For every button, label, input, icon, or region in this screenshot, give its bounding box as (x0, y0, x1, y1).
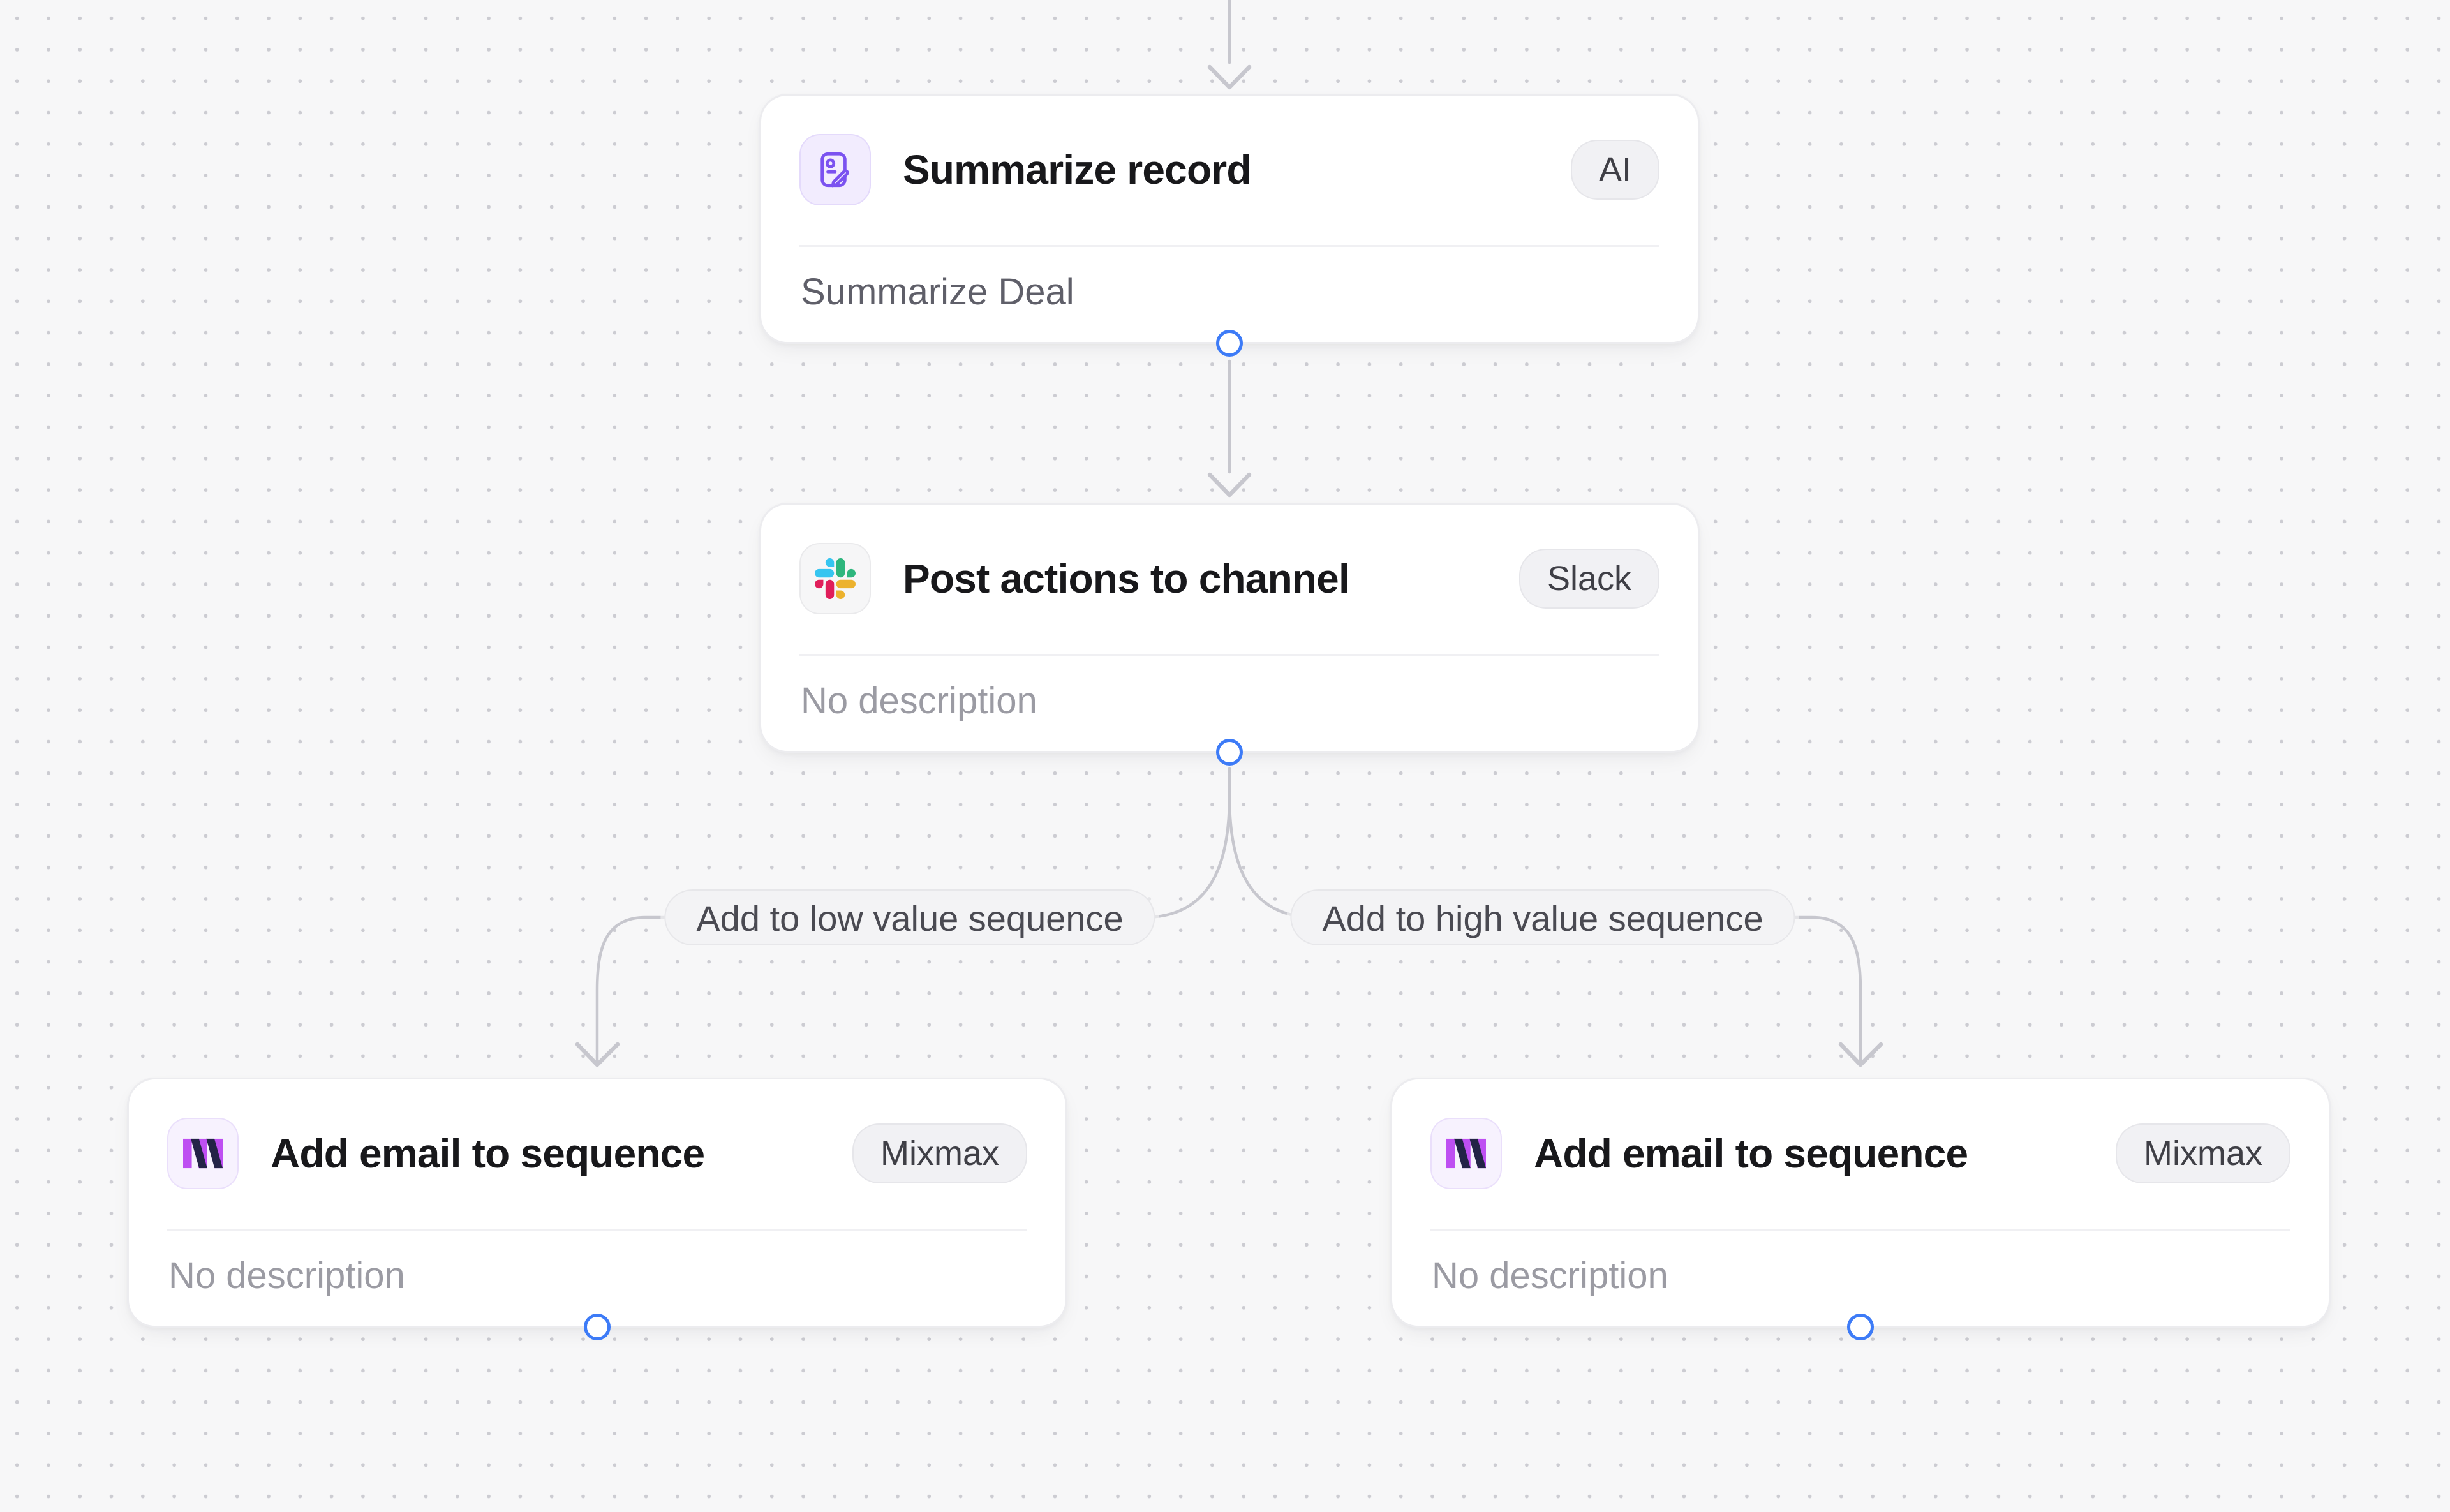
divider (167, 1229, 1027, 1231)
output-port[interactable] (1216, 330, 1243, 357)
edge-label-high-value-sequence[interactable]: Add to high value sequence (1290, 889, 1795, 945)
slack-icon (799, 543, 871, 614)
node-description: No description (1432, 1255, 1668, 1296)
edge-branch-low-arrowhead (575, 1042, 620, 1067)
node-title: Add email to sequence (271, 1130, 705, 1176)
node-header: Summarize record AI (799, 133, 1659, 207)
node-title: Summarize record (903, 147, 1251, 193)
edge-summarize-to-slack-arrowhead (1207, 472, 1252, 498)
divider (799, 245, 1659, 247)
edge-label-low-value-sequence[interactable]: Add to low value sequence (664, 889, 1155, 945)
node-post-actions-to-channel[interactable]: Post actions to channel Slack No descrip… (759, 503, 1700, 766)
edge-branch-high-arrowhead (1838, 1042, 1883, 1067)
node-header: Add email to sequence Mixmax (1430, 1116, 2290, 1190)
node-title: Post actions to channel (903, 556, 1350, 602)
node-badge-mixmax: Mixmax (2116, 1123, 2290, 1183)
output-port[interactable] (1216, 739, 1243, 766)
node-summarize-record[interactable]: Summarize record AI Summarize Deal (759, 94, 1700, 357)
mixmax-icon (167, 1118, 239, 1189)
node-description: No description (168, 1255, 405, 1296)
node-badge-mixmax: Mixmax (852, 1123, 1027, 1183)
node-badge-slack: Slack (1518, 549, 1659, 609)
divider (799, 654, 1659, 656)
output-port[interactable] (584, 1314, 611, 1340)
divider (1430, 1229, 2290, 1231)
node-badge-ai: AI (1570, 140, 1659, 200)
edge-incoming-arrowhead (1207, 64, 1252, 90)
node-title: Add email to sequence (1534, 1130, 1968, 1176)
output-port[interactable] (1847, 1314, 1874, 1340)
node-description: No description (801, 680, 1037, 722)
node-header: Add email to sequence Mixmax (167, 1116, 1027, 1190)
node-add-email-high-value[interactable]: Add email to sequence Mixmax No descript… (1390, 1078, 2331, 1340)
node-add-email-low-value[interactable]: Add email to sequence Mixmax No descript… (127, 1078, 1067, 1340)
record-edit-icon (799, 134, 871, 205)
node-header: Post actions to channel Slack (799, 542, 1659, 616)
node-description: Summarize Deal (801, 271, 1074, 313)
mixmax-icon (1430, 1118, 1502, 1189)
